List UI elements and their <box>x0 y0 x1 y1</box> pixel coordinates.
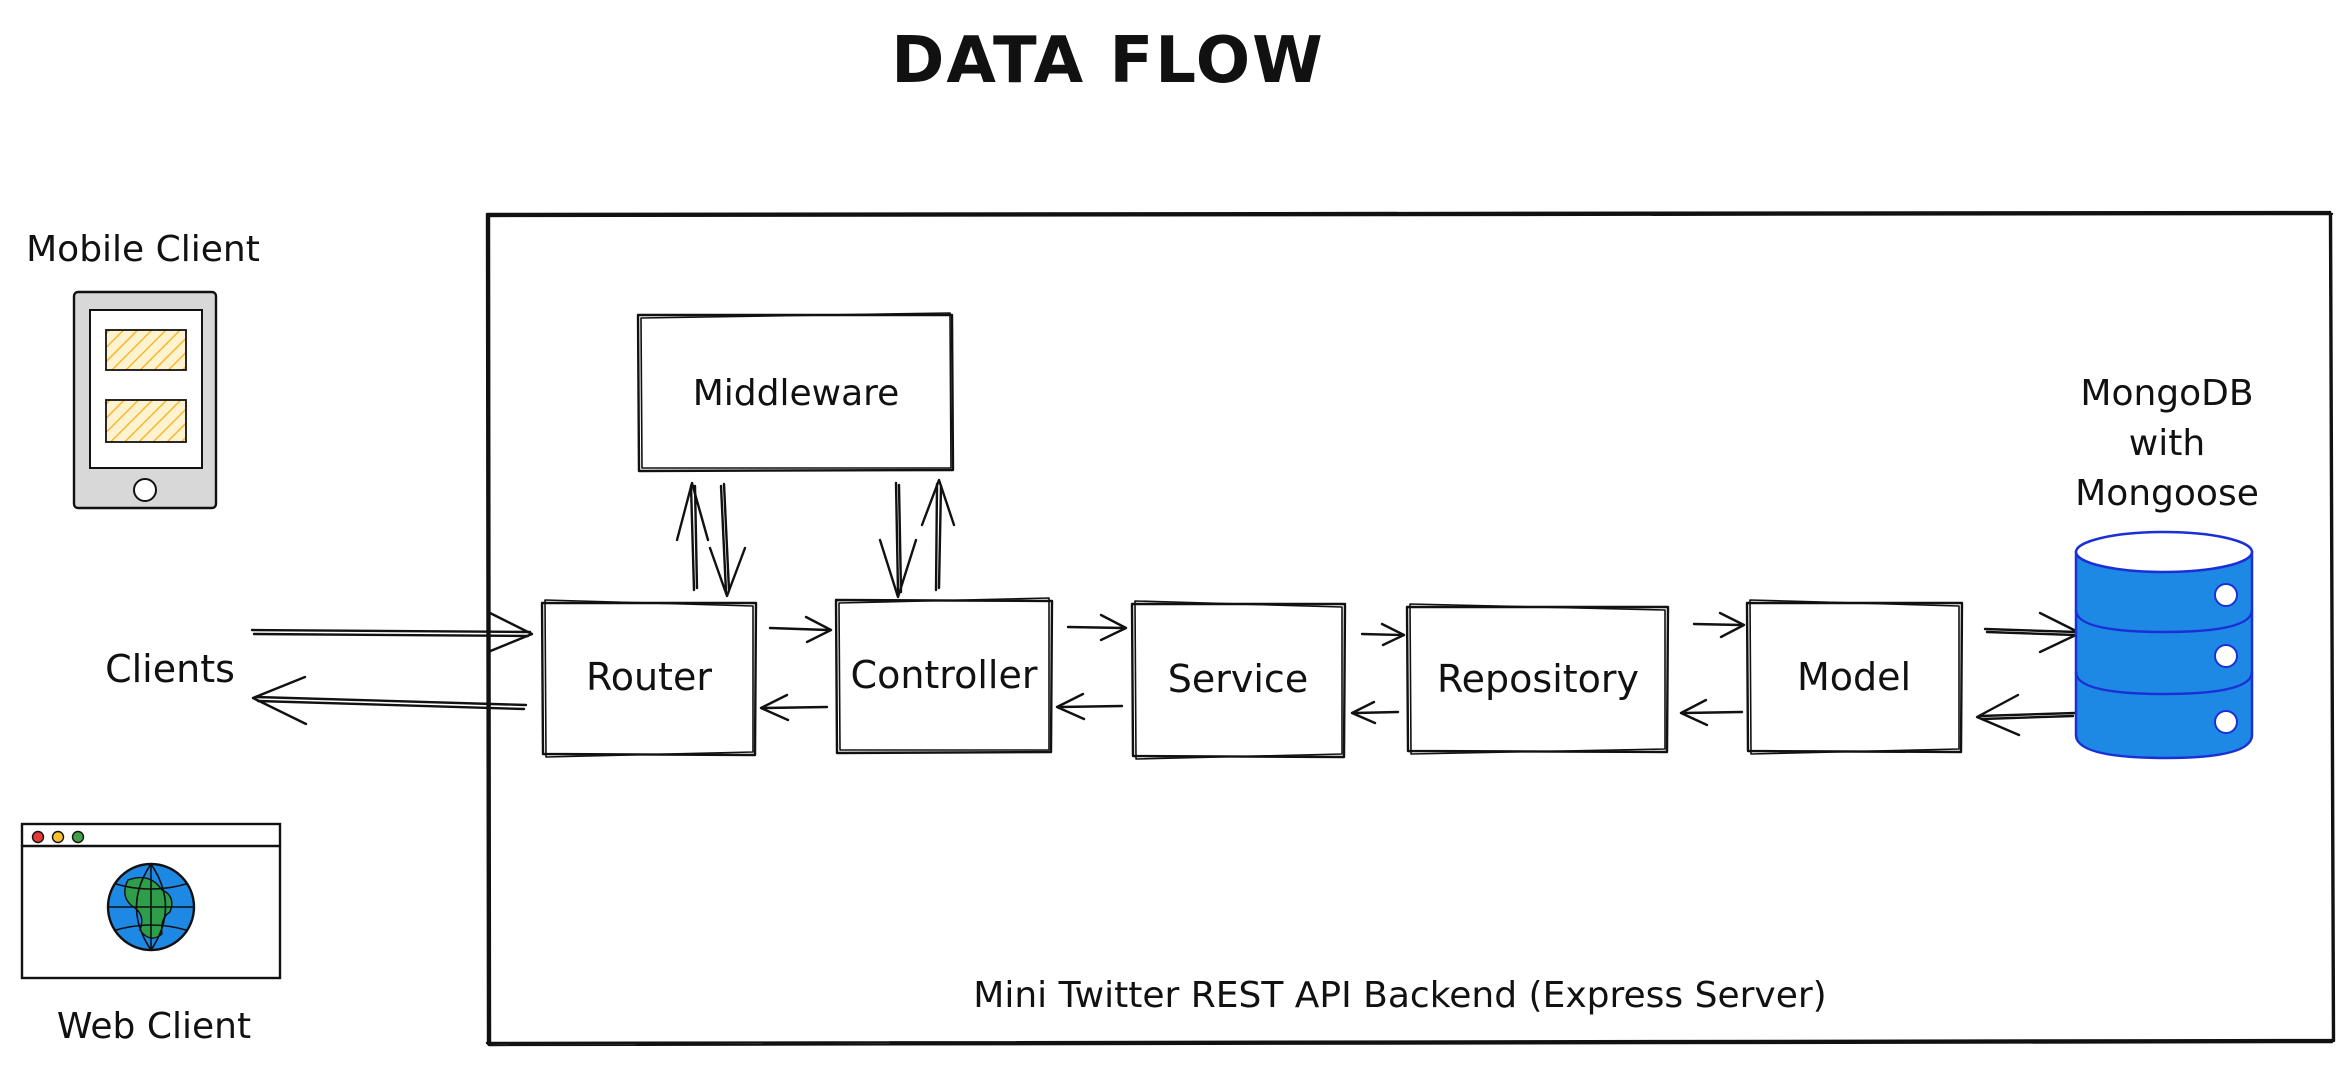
arrow-clients-to-router <box>250 610 534 654</box>
service-label: Service <box>1168 657 1308 701</box>
arrow-model-to-database <box>1983 611 2082 654</box>
arrow-controller-to-middleware <box>920 478 956 592</box>
backend-container: Mini Twitter REST API Backend (Express S… <box>485 210 2336 1047</box>
arrow-middleware-to-router <box>708 482 747 598</box>
middleware-box: Middleware <box>636 312 955 473</box>
controller-box: Controller <box>834 597 1054 755</box>
model-box: Model <box>1745 599 1964 755</box>
globe-icon <box>106 862 196 952</box>
database-label-line2: with <box>2129 423 2205 464</box>
database-label-line3: Mongoose <box>2075 473 2259 514</box>
repository-box: Repository <box>1405 603 1670 755</box>
arrow-database-to-model <box>1975 693 2077 737</box>
model-label: Model <box>1797 655 1911 699</box>
arrow-repository-to-model <box>1692 611 1746 639</box>
arrow-router-to-controller <box>768 615 833 644</box>
router-label: Router <box>586 655 712 699</box>
arrow-service-to-repository <box>1360 622 1406 647</box>
repository-label: Repository <box>1437 657 1639 701</box>
clients-label: Clients <box>105 647 235 691</box>
arrow-router-to-middleware <box>675 481 710 592</box>
database-icon <box>2074 530 2254 760</box>
arrow-model-to-repository <box>1679 698 1744 727</box>
arrow-controller-to-service <box>1066 613 1128 642</box>
middleware-label: Middleware <box>693 373 900 414</box>
mobile-client-label: Mobile Client <box>26 229 260 270</box>
diagram-title: DATA FLOW <box>891 24 1324 98</box>
controller-label: Controller <box>851 653 1038 697</box>
mobile-phone-icon <box>72 290 218 510</box>
router-box: Router <box>540 599 758 758</box>
arrow-controller-to-router <box>759 693 829 722</box>
service-box: Service <box>1130 600 1347 760</box>
arrow-middleware-to-controller <box>878 481 918 599</box>
arrow-service-to-controller <box>1055 692 1124 721</box>
database-label-line1: MongoDB <box>2080 373 2253 414</box>
arrow-repository-to-service <box>1350 700 1400 725</box>
backend-label: Mini Twitter REST API Backend (Express S… <box>973 975 1826 1016</box>
arrow-router-to-clients <box>251 675 528 726</box>
web-client-label: Web Client <box>57 1006 251 1047</box>
